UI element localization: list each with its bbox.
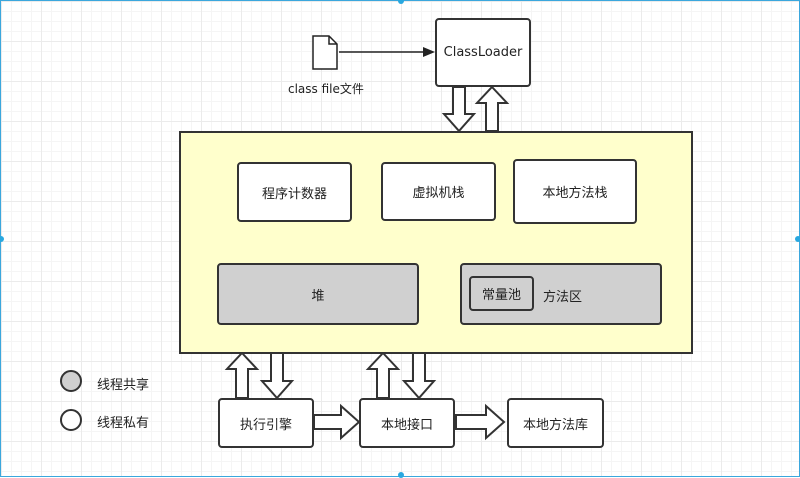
program-counter-box[interactable]: 程序计数器 xyxy=(237,162,352,222)
file-icon xyxy=(312,35,338,70)
legend-private-swatch xyxy=(60,409,82,431)
native-method-stack-box[interactable]: 本地方法栈 xyxy=(513,159,637,224)
classloader-down-arrow xyxy=(441,86,477,133)
legend-shared-swatch xyxy=(60,370,82,392)
method-area-label: 方法区 xyxy=(543,290,583,305)
file-label: class file文件 xyxy=(288,82,364,96)
vm-stack-box[interactable]: 虚拟机栈 xyxy=(381,162,496,221)
engine-down-arrow xyxy=(259,352,295,400)
native-interface-box[interactable]: 本地接口 xyxy=(359,398,455,448)
legend-private-label: 线程私有 xyxy=(97,416,150,431)
engine-up-arrow xyxy=(224,351,260,399)
selection-handle-left[interactable] xyxy=(0,236,4,242)
selection-handle-right[interactable] xyxy=(795,236,800,242)
engine-to-interface-arrow xyxy=(313,403,361,441)
interface-to-library-arrow xyxy=(455,403,506,441)
legend-shared-label: 线程共享 xyxy=(97,378,150,393)
classloader-up-arrow xyxy=(474,85,510,132)
selection-handle-bottom[interactable] xyxy=(398,472,404,478)
constant-pool-box[interactable]: 常量池 xyxy=(469,276,534,311)
heap-box[interactable]: 堆 xyxy=(217,263,419,325)
interface-up-arrow xyxy=(365,351,401,399)
file-to-classloader-arrow xyxy=(339,47,435,57)
native-library-box[interactable]: 本地方法库 xyxy=(507,398,604,448)
selection-handle-top[interactable] xyxy=(398,0,404,4)
execution-engine-box[interactable]: 执行引擎 xyxy=(218,398,314,448)
classloader-box[interactable]: ClassLoader xyxy=(435,18,531,87)
interface-down-arrow xyxy=(401,352,437,400)
